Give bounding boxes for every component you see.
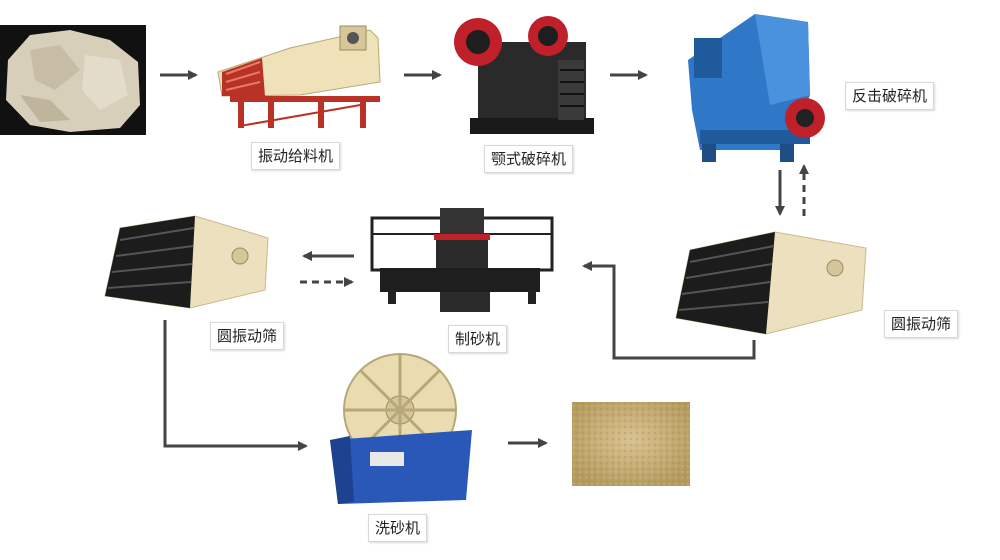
arrow-screen-to-sand-maker [582,261,756,360]
raw-stone-image [0,25,146,135]
label-circular-screen-right: 圆振动筛 [884,310,959,338]
jaw-crusher-image [454,16,594,134]
flow-arrows [160,70,809,451]
sand-washer-image [330,353,472,504]
circular-screen-left-image [104,215,269,309]
finished-sand-image [572,402,690,486]
arrow-screen-to-washer [163,320,308,451]
label-sand-washer: 洗砂机 [368,514,428,542]
label-vibrating-feeder: 振动给料机 [251,142,341,170]
circular-screen-right-image [675,231,867,335]
label-impact-crusher: 反击破碎机 [845,82,935,110]
sand-maker-image [370,208,554,312]
label-sand-maker: 制砂机 [448,325,508,353]
vibrating-feeder-image [217,25,381,128]
label-jaw-crusher: 颚式破碎机 [484,145,574,173]
impact-crusher-image [688,14,825,162]
label-circular-screen-left: 圆振动筛 [210,322,285,350]
